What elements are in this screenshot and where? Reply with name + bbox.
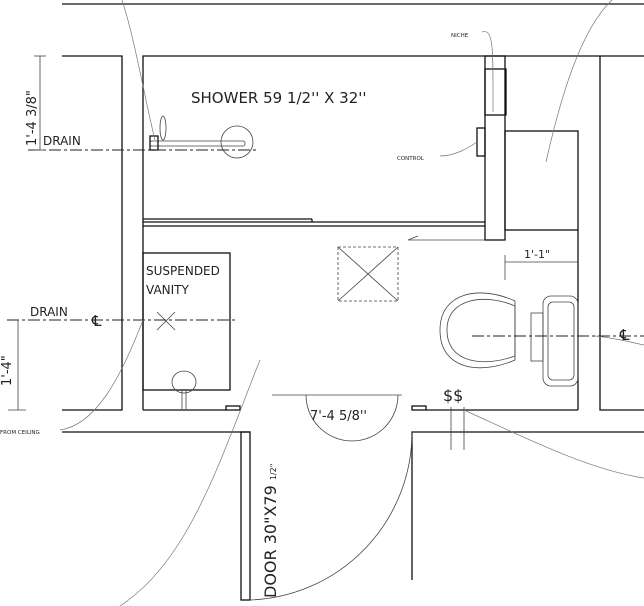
door bbox=[240, 431, 413, 601]
shower-control bbox=[476, 127, 486, 157]
vanity-label-2: VANITY bbox=[146, 283, 189, 297]
shower-drain bbox=[220, 125, 254, 159]
niche bbox=[484, 68, 507, 116]
cabinet bbox=[504, 130, 579, 231]
shower-label: SHOWER 59 1/2'' X 32'' bbox=[191, 89, 367, 107]
toilet-clearance-dimension: 1'-1" bbox=[504, 248, 578, 280]
dimension-label: 1'-1" bbox=[524, 248, 550, 261]
shower-drain-dimension: 1'-4 3/8" bbox=[25, 55, 46, 151]
shower-drain-label: DRAIN bbox=[43, 134, 81, 148]
centerline-symbol: ℄ bbox=[91, 312, 102, 330]
toilet bbox=[439, 292, 579, 387]
niche-leader bbox=[481, 31, 494, 113]
leader bbox=[59, 319, 144, 431]
light-switches: $$ bbox=[443, 386, 463, 405]
door-size: DOOR 30"X79 bbox=[261, 480, 280, 598]
ceiling-vent bbox=[337, 246, 399, 302]
niche-label: NICHE bbox=[451, 33, 469, 39]
vanity-drain-label: DRAIN bbox=[30, 305, 68, 319]
vanity-label: SUSPENDED bbox=[146, 264, 220, 278]
control-leader bbox=[439, 141, 478, 157]
control-label: CONTROL bbox=[397, 156, 425, 162]
vanity-drain-dimension: 1'-4" bbox=[0, 320, 26, 411]
door-label: DOOR 30"X79 1/2" bbox=[261, 464, 280, 598]
dimension-label: 1'-4 3/8" bbox=[25, 90, 40, 146]
door-fraction: 1/2" bbox=[269, 464, 278, 481]
suspended-vanity bbox=[142, 252, 231, 410]
shower-bar bbox=[149, 140, 246, 147]
dimension-label: 1'-4" bbox=[0, 355, 15, 386]
from-ceiling-label: FROM CEILING bbox=[0, 430, 40, 436]
room-width-dimension: 7'-4 5/8'' bbox=[272, 394, 402, 442]
dimension-label: 7'-4 5/8'' bbox=[310, 409, 367, 424]
leaders bbox=[119, 0, 644, 606]
centerline-symbol: ℄ bbox=[619, 326, 630, 344]
